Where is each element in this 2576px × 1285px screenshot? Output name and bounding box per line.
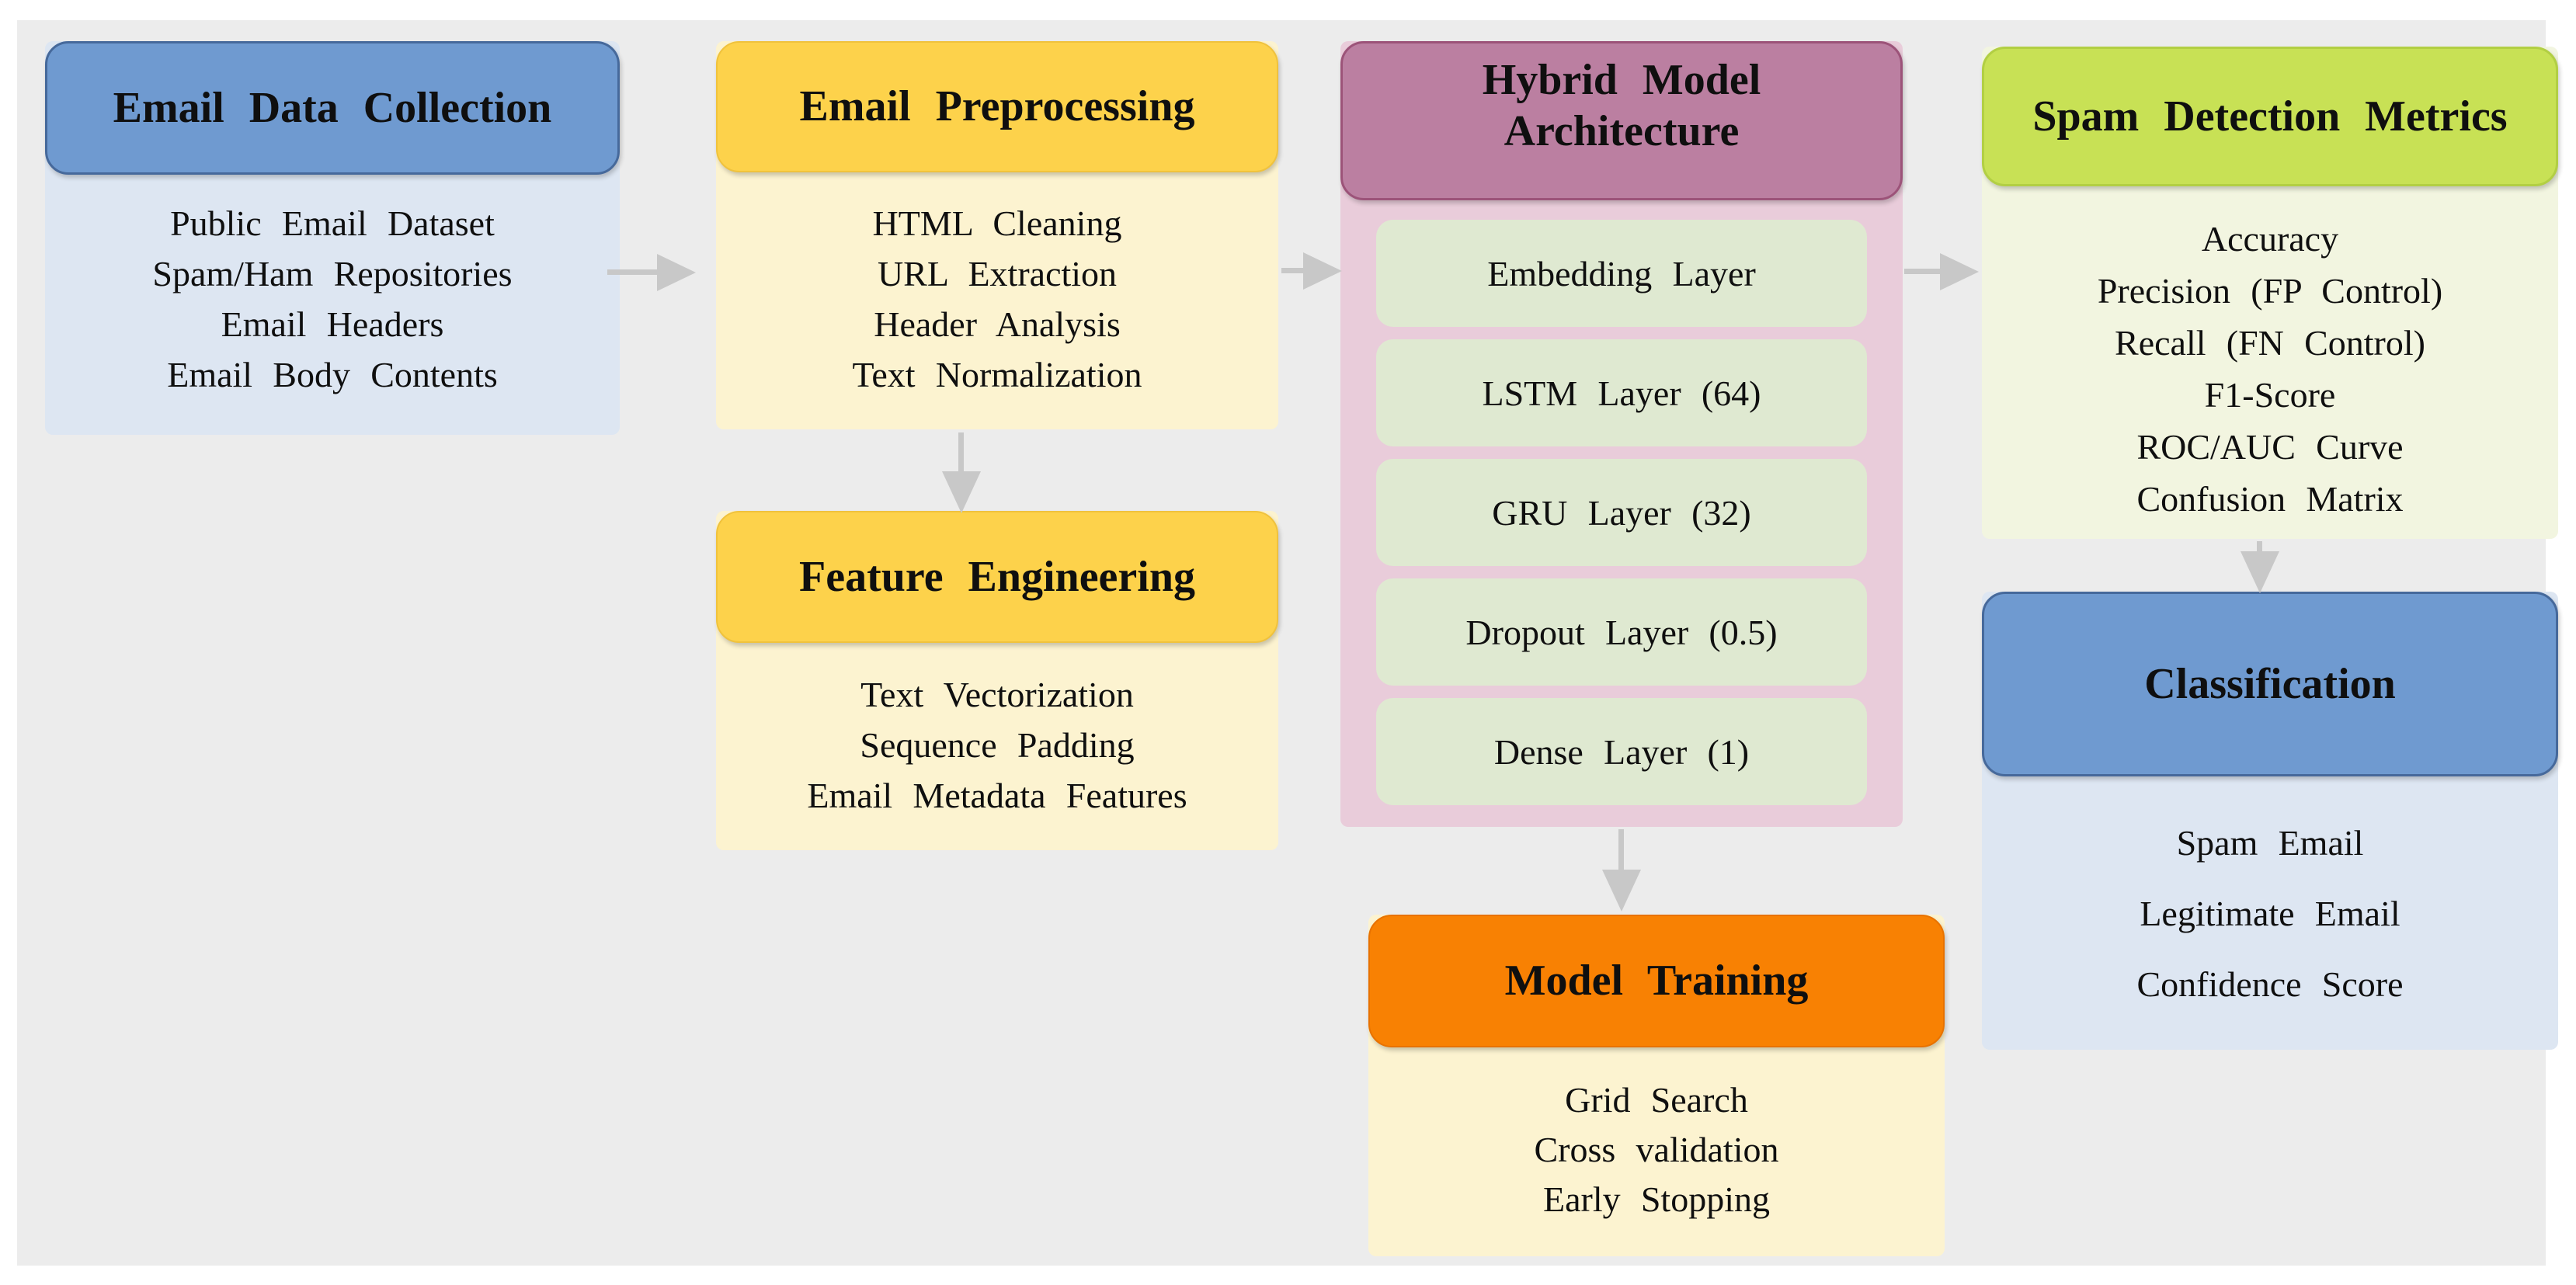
stage-item: Public Email Dataset (170, 203, 495, 243)
stage-item: Accuracy (2201, 219, 2339, 259)
stage-email-preprocessing-body: HTML Cleaning URL Extraction Header Anal… (716, 198, 1278, 400)
stage-email-preprocessing-title: Email Preprocessing (716, 41, 1278, 172)
stage-item: Spam Email (2176, 823, 2364, 863)
arrow-right-icon (1281, 268, 1303, 273)
arrow-down-icon (1602, 870, 1641, 912)
arrow-right-icon (1904, 269, 1940, 274)
stage-classification-body: Spam Email Legitimate Email Confidence S… (1982, 807, 2558, 1019)
arrow-down-icon (942, 471, 981, 513)
arrow-right-icon (657, 254, 696, 291)
stage-model-training-title: Model Training (1368, 915, 1945, 1047)
stage-hybrid-model-architecture: Hybrid Model Architecture Embedding Laye… (1340, 41, 1903, 827)
title-line-2: Architecture (1504, 107, 1740, 155)
model-layer-embedding: Embedding Layer (1376, 220, 1867, 327)
arrow-right-icon (1940, 253, 1979, 290)
stage-item: Email Headers (221, 304, 444, 344)
model-layer-dense: Dense Layer (1) (1376, 698, 1867, 805)
stage-item: URL Extraction (877, 254, 1118, 293)
stage-item: Confidence Score (2136, 964, 2404, 1004)
stage-model-training: Model Training Grid Search Cross validat… (1368, 915, 1945, 1256)
stage-feature-engineering: Feature Engineering Text Vectorization S… (716, 511, 1278, 850)
stage-spam-detection-metrics: Spam Detection Metrics Accuracy Precisio… (1982, 47, 2558, 539)
stage-item: ROC/AUC Curve (2136, 427, 2404, 467)
stage-email-preprocessing: Email Preprocessing HTML Cleaning URL Ex… (716, 41, 1278, 429)
stage-classification-title: Classification (1982, 592, 2558, 776)
arrow-down-icon (958, 432, 964, 471)
stage-item: Text Normalization (852, 355, 1142, 394)
arrow-down-icon (1618, 829, 1624, 870)
stage-model-training-body: Grid Search Cross validation Early Stopp… (1368, 1075, 1945, 1224)
stage-item: Legitimate Email (2140, 894, 2400, 933)
stage-email-data-collection-body: Public Email Dataset Spam/Ham Repositori… (45, 198, 620, 400)
stage-item: Cross validation (1534, 1130, 1779, 1169)
arrow-right-icon (607, 269, 657, 275)
stage-item: Email Metadata Features (807, 776, 1187, 815)
model-layer-dropout: Dropout Layer (0.5) (1376, 578, 1867, 686)
stage-item: Confusion Matrix (2136, 479, 2404, 519)
stage-email-data-collection: Email Data Collection Public Email Datas… (45, 41, 620, 435)
stage-hybrid-model-architecture-title: Hybrid Model Architecture (1340, 41, 1903, 200)
title-line-1: Hybrid Model (1482, 56, 1761, 104)
stage-feature-engineering-title: Feature Engineering (716, 511, 1278, 643)
stage-item: Header Analysis (874, 304, 1121, 344)
stage-item: F1-Score (2204, 375, 2336, 415)
stage-feature-engineering-body: Text Vectorization Sequence Padding Emai… (716, 669, 1278, 821)
model-layer-gru: GRU Layer (32) (1376, 459, 1867, 566)
stage-item: Email Body Contents (167, 355, 498, 394)
stage-spam-detection-metrics-body: Accuracy Precision (FP Control) Recall (… (1982, 213, 2558, 525)
stage-classification: Classification Spam Email Legitimate Ema… (1982, 592, 2558, 1050)
stage-item: Grid Search (1565, 1080, 1748, 1120)
stage-item: Precision (FP Control) (2097, 271, 2443, 311)
stage-spam-detection-metrics-title: Spam Detection Metrics (1982, 47, 2558, 186)
stage-item: HTML Cleaning (872, 203, 1122, 243)
stage-item: Early Stopping (1543, 1179, 1770, 1219)
stage-email-data-collection-title: Email Data Collection (45, 41, 620, 175)
stage-item: Sequence Padding (860, 725, 1135, 765)
stage-item: Spam/Ham Repositories (152, 254, 513, 293)
arrow-down-icon (2241, 551, 2279, 593)
stage-item: Recall (FN Control) (2115, 323, 2425, 363)
arrow-right-icon (1303, 252, 1342, 290)
model-layer-lstm: LSTM Layer (64) (1376, 339, 1867, 446)
stage-item: Text Vectorization (860, 675, 1134, 714)
arrow-down-icon (2257, 541, 2262, 551)
